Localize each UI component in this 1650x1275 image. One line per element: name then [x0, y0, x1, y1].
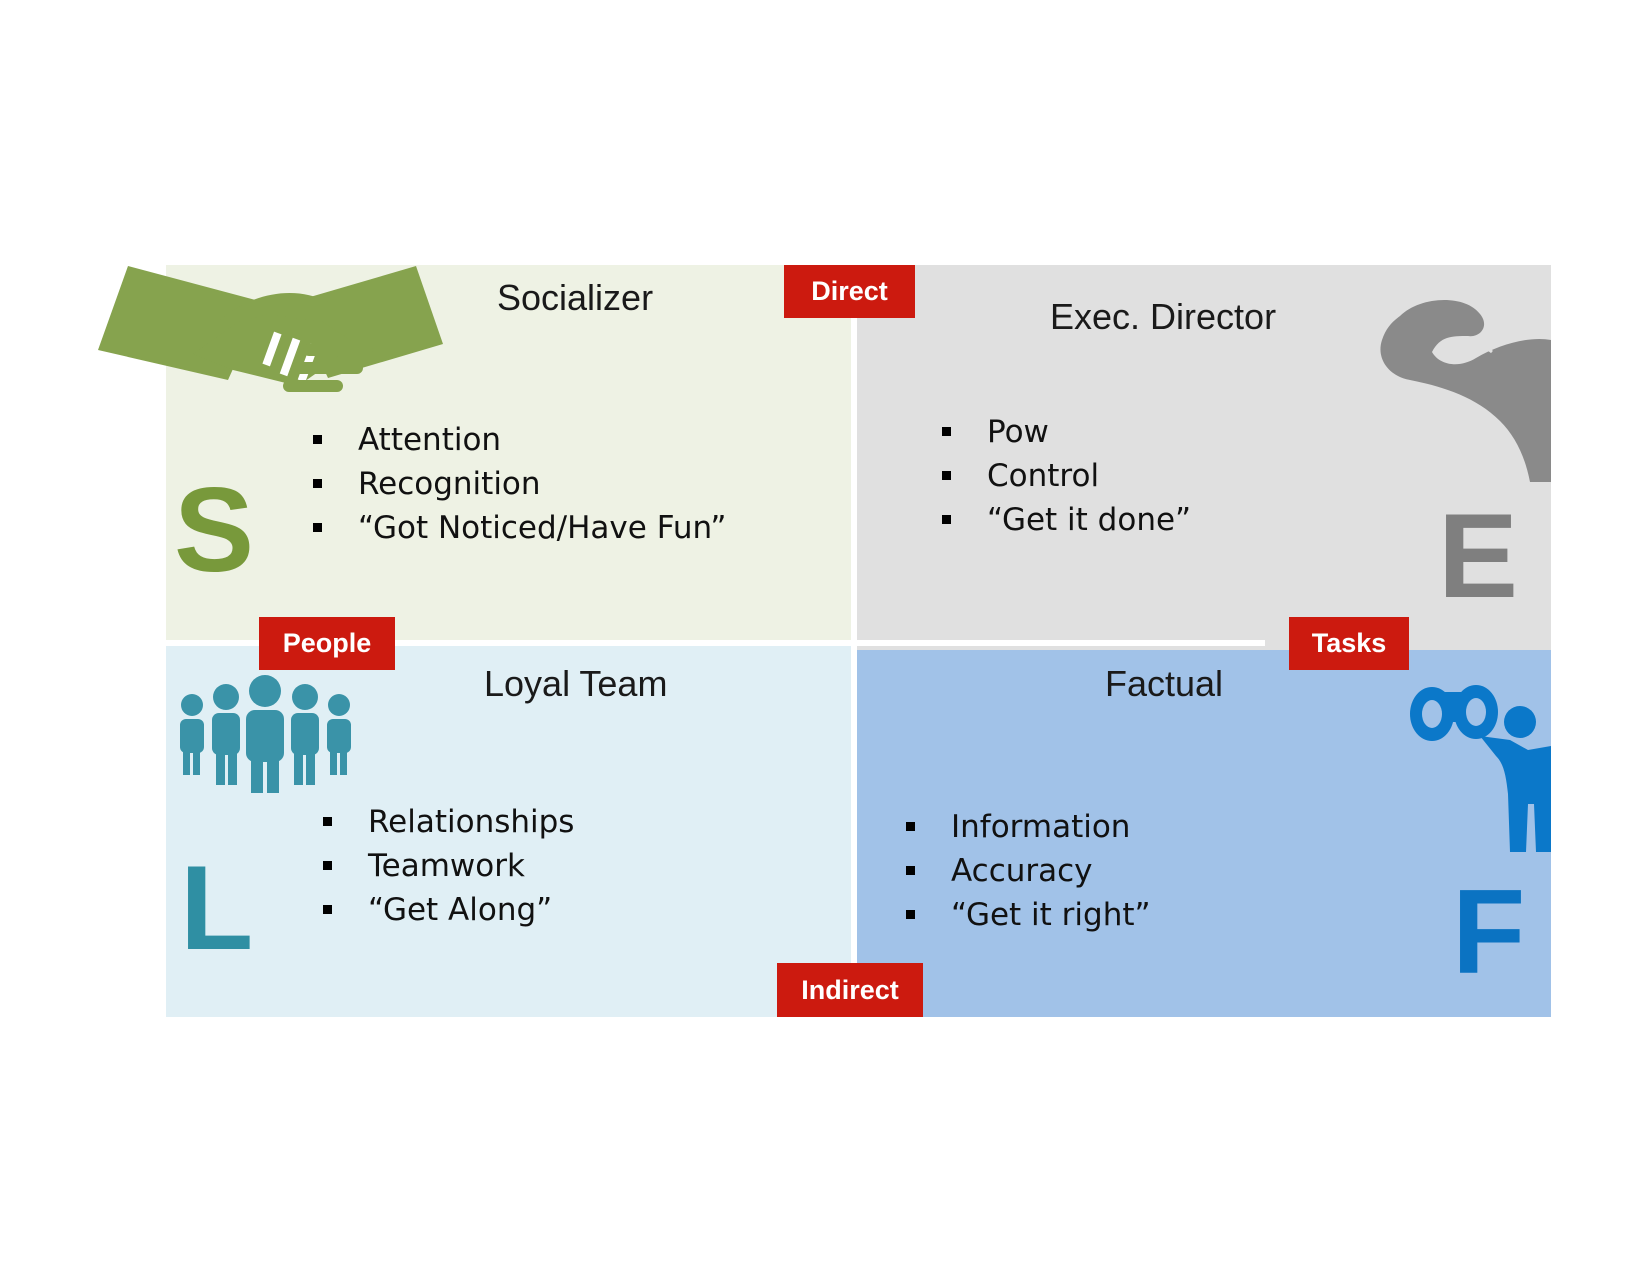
factual-title: Factual [1105, 663, 1224, 704]
axis-label-indirect: Indirect [777, 963, 923, 1017]
list-item: “Get Along” [323, 888, 574, 932]
loyal-team-quadrant [166, 646, 851, 1017]
loyal-team-title: Loyal Team [484, 663, 668, 704]
list-item: Pow [942, 410, 1191, 454]
socializer-title: Socializer [497, 277, 654, 318]
list-item: Accuracy [906, 849, 1151, 893]
axis-label-direct: Direct [784, 265, 915, 318]
horizontal-divider [420, 640, 1265, 646]
axis-label-tasks: Tasks [1289, 617, 1409, 670]
group-people-icon [180, 675, 351, 793]
axis-label-people: People [259, 617, 395, 670]
executive-list: Pow Control “Get it done” [942, 410, 1191, 542]
list-item: Teamwork [323, 844, 574, 888]
list-item: “Get it right” [906, 893, 1151, 937]
executive-letter: E [1438, 489, 1519, 623]
list-item: “Get it done” [942, 498, 1191, 542]
loyal-team-letter: L [180, 841, 254, 975]
factual-list: Information Accuracy “Get it right” [906, 805, 1151, 937]
loyal-team-list: Relationships Teamwork “Get Along” [323, 800, 574, 932]
flexed-arm-icon [1380, 299, 1551, 482]
socializer-list: Attention Recognition “Got Noticed/Have … [313, 418, 727, 550]
list-item: Control [942, 454, 1191, 498]
list-item: Information [906, 805, 1151, 849]
socializer-letter: S [174, 463, 255, 597]
list-item: Attention [313, 418, 727, 462]
list-item: Relationships [323, 800, 574, 844]
handshake-icon [98, 266, 443, 392]
list-item: Recognition [313, 462, 727, 506]
list-item: “Got Noticed/Have Fun” [313, 506, 727, 550]
factual-letter: F [1452, 865, 1526, 999]
binoculars-person-icon [1410, 685, 1551, 852]
executive-title: Exec. Director [1050, 296, 1277, 337]
